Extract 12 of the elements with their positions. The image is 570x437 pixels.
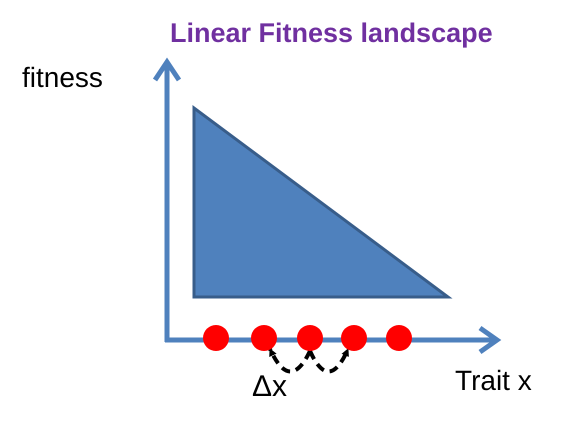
population-dot [386, 325, 412, 351]
step-label: Δx [252, 370, 288, 404]
population-dot [203, 325, 229, 351]
axis-label: Trait x [455, 365, 532, 397]
population-dot [251, 325, 277, 351]
jump-arrow [268, 348, 312, 374]
fitness-triangle [192, 105, 453, 298]
jump-arrow [308, 348, 350, 374]
population-dot [297, 325, 323, 351]
title: Linear Fitness landscape [170, 18, 493, 49]
population-dot [341, 325, 367, 351]
axis-label: fitness [22, 62, 103, 94]
